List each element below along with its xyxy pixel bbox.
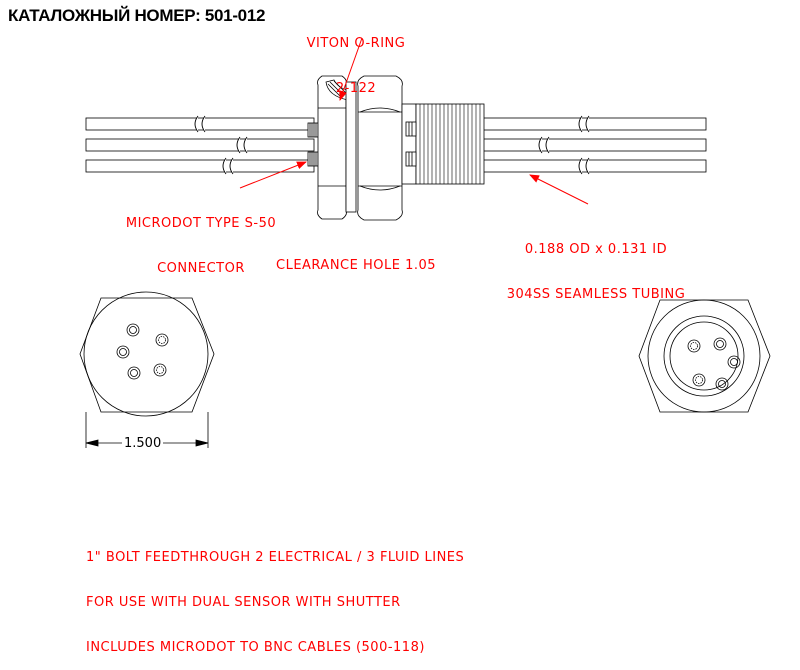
- width-dimension-label: 1.500: [122, 436, 164, 451]
- side-view: [85, 75, 707, 221]
- tubing-label-line1: 0.188 OD x 0.131 ID: [524, 242, 668, 257]
- microdot-leader: [239, 161, 307, 189]
- right-connector-lower: [405, 151, 417, 167]
- left-outer-circle: [83, 291, 209, 417]
- washer: [345, 81, 357, 213]
- microdot-connector-lower: [307, 151, 319, 167]
- tubing-leader: [529, 174, 589, 205]
- left-hexagon: [79, 297, 215, 413]
- general-notes: 1" BOLT FEEDTHROUGH 2 ELECTRICAL / 3 FLU…: [86, 520, 464, 670]
- tubing-callout: 0.188 OD x 0.131 ID 304SS SEAMLESS TUBIN…: [486, 212, 706, 317]
- tube-break-marks: [194, 115, 590, 175]
- oring-leader: [339, 37, 363, 101]
- right-connector-upper: [405, 121, 417, 137]
- main-hex-nut: [357, 75, 403, 221]
- note-line-2: FOR USE WITH DUAL SENSOR WITH SHUTTER: [86, 595, 401, 610]
- tube-left-middle: [85, 138, 315, 152]
- drawing-canvas: [79, 37, 771, 448]
- microdot-label-line1: MICRODOT TYPE S-50: [125, 216, 277, 231]
- microdot-label-line2: CONNECTOR: [157, 261, 245, 276]
- thread-lines: [419, 104, 481, 184]
- tubing-label-line2: 304SS SEAMLESS TUBING: [506, 287, 686, 302]
- oring-callout: VITON O-RING 2-122: [296, 6, 416, 111]
- tube-left-bottom: [85, 159, 315, 173]
- tube-right-middle: [469, 138, 707, 152]
- leader-lines: [239, 37, 589, 205]
- note-line-1: 1" BOLT FEEDTHROUGH 2 ELECTRICAL / 3 FLU…: [86, 550, 465, 565]
- right-end-view: [638, 299, 771, 413]
- oring-label-line2: 2-122: [335, 81, 377, 96]
- oring-label-line1: VITON O-RING: [306, 36, 406, 51]
- left-end-view: [79, 291, 215, 448]
- clearance-hole-label: CLEARANCE HOLE 1.05: [276, 258, 437, 273]
- note-line-3: INCLUDES MICRODOT TO BNC CABLES (500-118…: [86, 640, 425, 655]
- right-hexagon: [638, 299, 771, 413]
- catalog-number: КАТАЛОЖНЫЙ НОМЕР: 501-012: [8, 6, 266, 25]
- microdot-connector-upper: [307, 122, 319, 138]
- microdot-callout: MICRODOT TYPE S-50 CONNECTOR: [106, 186, 296, 291]
- tube-left-top: [85, 117, 315, 131]
